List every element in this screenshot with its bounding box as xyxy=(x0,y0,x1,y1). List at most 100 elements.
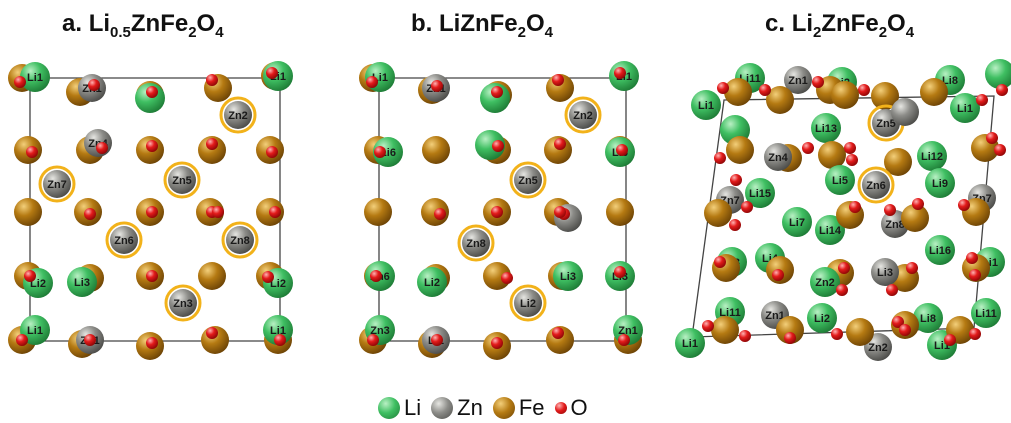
panel-c-o-atom xyxy=(844,142,856,154)
o-sphere xyxy=(912,198,924,210)
o-atom-swatch xyxy=(554,402,567,414)
panel-a-o-atom xyxy=(262,271,274,283)
panel-a-o-atom xyxy=(84,208,96,220)
atom-label: Li1 xyxy=(682,338,698,350)
panel-b-o-atom xyxy=(614,67,626,79)
panel-c-fe-atom xyxy=(726,136,754,164)
zn-sphere xyxy=(871,258,899,286)
atom-label: Li2 xyxy=(30,278,46,290)
panel-a-zn-atom: Zn5 xyxy=(163,161,201,199)
panel-a-o-atom xyxy=(266,146,278,158)
fe-sphere xyxy=(766,86,794,114)
panel-b-zn-atom: Zn2 xyxy=(564,96,602,134)
panel-c-o-atom xyxy=(730,174,742,186)
li-sphere xyxy=(417,267,447,297)
panel-c-unit-cell xyxy=(691,95,995,338)
o-sphere xyxy=(24,270,36,282)
o-sphere xyxy=(739,330,751,342)
o-sphere xyxy=(996,84,1008,96)
panel-c-fe-atom xyxy=(884,148,912,176)
panel-c-fe-atom xyxy=(711,316,739,344)
fe-sphere xyxy=(846,318,874,346)
panel-c-li-atom: Li13 xyxy=(811,113,841,143)
atom-label: Zn2 xyxy=(868,342,888,354)
panel-c-zn-atom: Zn6 xyxy=(857,166,895,204)
panel-c-o-atom xyxy=(996,84,1008,96)
element-legend: Li Zn Fe O xyxy=(378,395,598,421)
highlight-ring xyxy=(457,224,495,262)
panel-a-o-atom xyxy=(24,270,36,282)
o-sphere xyxy=(16,334,28,346)
panel-c-o-atom xyxy=(784,332,796,344)
panel-a-o-atom xyxy=(146,270,158,282)
panel-c-li-atom: Li11 xyxy=(971,298,1001,328)
panel-c-o-atom xyxy=(729,219,741,231)
panel-b-li-atom xyxy=(475,130,505,160)
panel-a-zn-atom: Zn4 xyxy=(84,129,112,157)
atom-label: Li3 xyxy=(74,277,90,289)
zn-sphere xyxy=(569,101,597,129)
li-sphere xyxy=(807,303,837,333)
panel-b-li-atom: Li3 xyxy=(553,261,583,291)
o-sphere xyxy=(266,67,278,79)
fe-sphere xyxy=(776,316,804,344)
atom-label: Zn5 xyxy=(518,175,538,187)
o-sphere xyxy=(366,76,378,88)
atom-label: Zn3 xyxy=(370,325,390,337)
panel-a-o-atom xyxy=(96,142,108,154)
o-sphere xyxy=(269,206,281,218)
panel-c-o-atom xyxy=(838,262,850,274)
panel-b-o-atom xyxy=(367,334,379,346)
atom-label: Li16 xyxy=(929,245,951,257)
li-sphere xyxy=(810,267,840,297)
panel-c-fe-atom xyxy=(846,318,874,346)
zn-atom-swatch xyxy=(431,397,454,419)
fe-sphere xyxy=(711,316,739,344)
panel-b-o-atom xyxy=(491,86,503,98)
o-sphere xyxy=(858,84,870,96)
o-sphere xyxy=(434,208,446,220)
panel-c-fe-atom xyxy=(901,204,929,232)
atom-label: Li12 xyxy=(921,151,943,163)
atom-label: Zn6 xyxy=(114,235,134,247)
panel-a-li-atom: Li1 xyxy=(20,62,50,92)
panel-b-o-atom xyxy=(491,206,503,218)
o-sphere xyxy=(146,337,158,349)
o-sphere xyxy=(431,334,443,346)
o-sphere xyxy=(88,79,100,91)
li-sphere xyxy=(917,141,947,171)
legend-item-o: O xyxy=(554,395,588,421)
panel-c-o-atom xyxy=(884,204,896,216)
panel-c-o-atom xyxy=(849,201,861,213)
panel-a-fe-atom xyxy=(14,198,42,226)
atom-label: Zn6 xyxy=(866,180,886,192)
fe-sphere xyxy=(831,81,859,109)
li-sphere xyxy=(811,113,841,143)
panel-a-o-atom xyxy=(14,76,26,88)
fe-sphere xyxy=(606,198,634,226)
fe-sphere xyxy=(901,204,929,232)
panel-c-o-atom xyxy=(886,284,898,296)
atom-label: Li2 xyxy=(424,277,440,289)
panel-c-fe-atom xyxy=(776,316,804,344)
panel-b-zn-atom: Zn5 xyxy=(509,161,547,199)
panel-c-zn-atom: Zn4 xyxy=(764,143,792,171)
atom-label: Zn7 xyxy=(47,179,67,191)
panel-a-o-atom xyxy=(206,74,218,86)
o-sphere xyxy=(759,84,771,96)
panel-b-title: b. LiZnFe2O4 xyxy=(411,10,554,41)
panel-b-zn-atom: Li2 xyxy=(509,284,547,322)
o-sphere xyxy=(491,206,503,218)
o-sphere xyxy=(492,140,504,152)
panel-c-o-atom xyxy=(717,82,729,94)
panel-a-o-atom xyxy=(16,334,28,346)
panel-c-o-atom xyxy=(958,199,970,211)
panel-c-o-atom xyxy=(986,132,998,144)
o-sphere xyxy=(14,76,26,88)
panel-c-o-atom xyxy=(858,84,870,96)
o-sphere xyxy=(702,320,714,332)
panel-c-li-atom: Li1 xyxy=(691,90,721,120)
atom-label: Zn5 xyxy=(876,118,896,130)
o-sphere xyxy=(431,80,443,92)
panel-c-o-atom xyxy=(802,142,814,154)
